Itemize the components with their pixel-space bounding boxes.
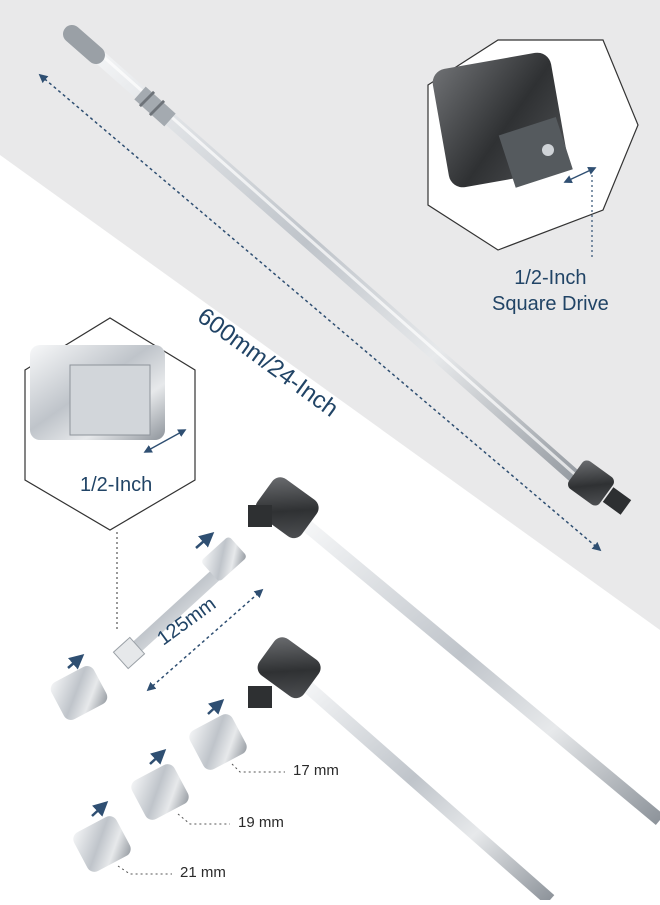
adapter-inset [24, 317, 196, 630]
ratchet-top [248, 477, 660, 825]
adapter-size-label: 1/2-Inch [80, 474, 153, 496]
socket-19-label: 19 mm [238, 814, 284, 831]
socket-21 [73, 800, 172, 875]
socket-21-label: 21 mm [180, 864, 226, 881]
length-dimension-line [38, 73, 602, 552]
square-drive-line2: Square Drive [492, 293, 609, 315]
extension-dimension-line [146, 588, 264, 692]
extension-bar [112, 532, 246, 670]
socket-17 [189, 698, 285, 773]
socket-17-label: 17 mm [293, 762, 339, 779]
square-drive-inset [427, 39, 639, 258]
square-drive-line1: 1/2-Inch [514, 267, 587, 289]
socket-small [50, 654, 108, 720]
ratchet-bottom [248, 637, 555, 905]
socket-19 [131, 748, 230, 825]
square-drive-label: 1/2-Inch Square Drive [492, 265, 609, 317]
